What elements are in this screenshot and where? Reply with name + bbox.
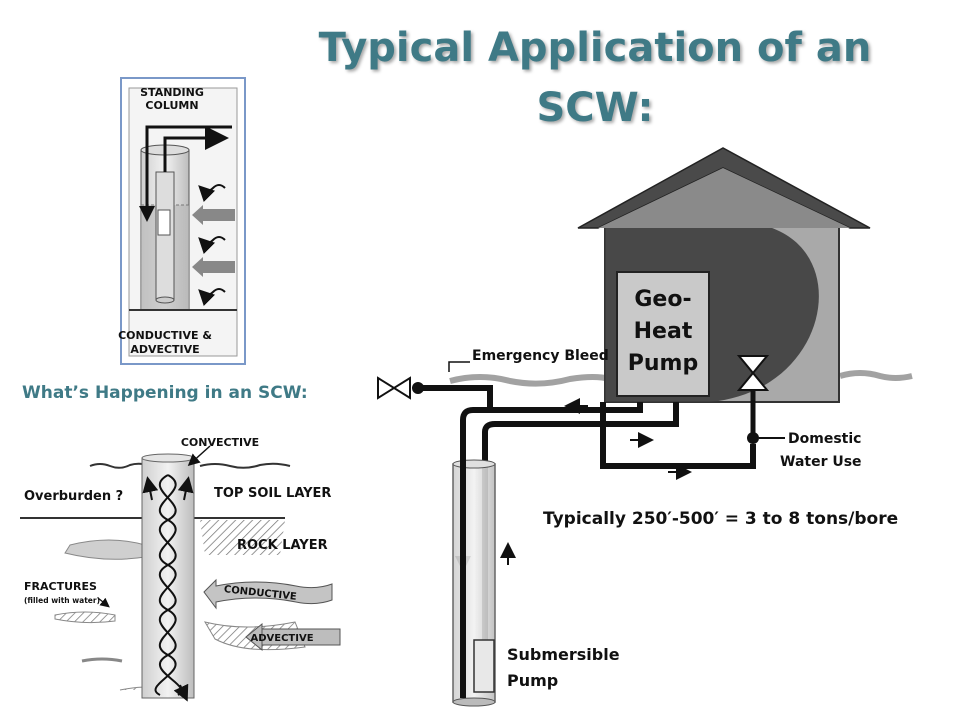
title-line-1: Typical Application of an xyxy=(318,25,872,71)
page-title: Typical Application of an SCW: xyxy=(300,18,890,138)
convection-diagram: CONVECTIVE Overburden ? TOP SOIL LAYER R… xyxy=(20,436,341,702)
pump-label-2: Heat xyxy=(634,319,693,344)
pump-label-3: Pump xyxy=(628,351,698,376)
main-system-diagram: Geo- Heat Pump Emergency Bleed xyxy=(377,147,913,707)
label-submersible-2: Pump xyxy=(507,671,558,690)
spiral-arrow-2 xyxy=(158,474,183,696)
inset-bottom-label-2: ADVECTIVE xyxy=(130,343,199,356)
standing-column-inset: STANDING COLUMN CONDUCTIVE & ADVECTIVE xyxy=(118,77,246,365)
inset-inner-pipe xyxy=(155,171,175,301)
inset-gray-arrow-2 xyxy=(203,261,235,273)
geo-heat-pump xyxy=(616,271,710,397)
label-convective: CONVECTIVE xyxy=(181,436,259,449)
title-line-2: SCW: xyxy=(536,85,654,131)
inset-top-label-1: STANDING xyxy=(140,86,204,99)
rock-layer-hatch xyxy=(200,520,285,555)
label-top-soil: TOP SOIL LAYER xyxy=(214,486,331,501)
domestic-valve xyxy=(736,355,770,444)
inset-bottom-label-1: CONDUCTIVE & xyxy=(118,329,212,342)
emergency-bleed-valve xyxy=(377,376,411,400)
inset-top-label-2: COLUMN xyxy=(145,99,198,112)
pump-label-1: Geo- xyxy=(634,287,691,312)
inset-pump xyxy=(157,209,171,236)
label-fractures: FRACTURES xyxy=(24,580,97,593)
label-advective: ADVECTIVE xyxy=(250,633,313,644)
submersible-pump xyxy=(473,639,495,693)
label-domestic-1: Domestic xyxy=(788,431,861,447)
label-overburden: Overburden ? xyxy=(24,489,123,504)
section-subtitle: What’s Happening in an SCW: xyxy=(22,383,308,403)
conductive-arrow xyxy=(203,578,333,610)
label-domestic-2: Water Use xyxy=(780,454,862,470)
label-emergency-bleed: Emergency Bleed xyxy=(472,348,609,364)
label-typical-depth: Typically 250′-500′ = 3 to 8 tons/bore xyxy=(543,509,898,529)
label-submersible-1: Submersible xyxy=(507,645,620,664)
inset-gray-arrow-1 xyxy=(203,209,235,221)
label-fractures-note: (filled with water) xyxy=(24,596,100,605)
label-rock-layer: ROCK LAYER xyxy=(237,538,328,553)
